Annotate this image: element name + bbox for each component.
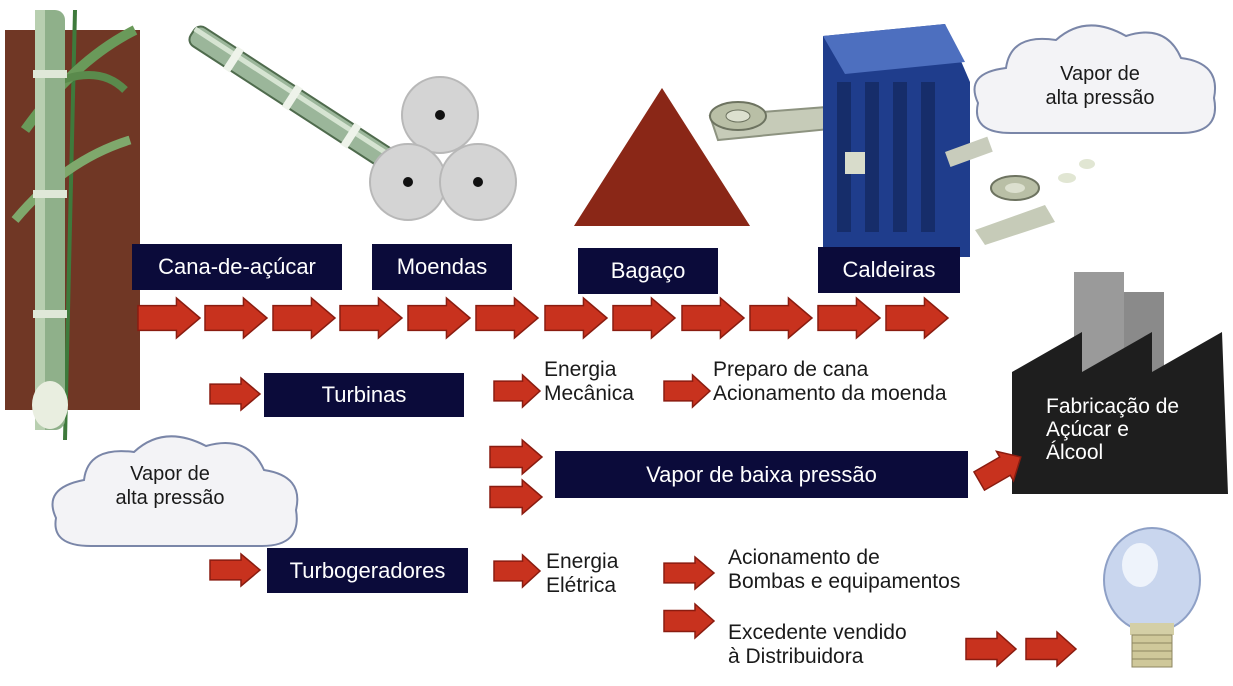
arrow-to-grid-1 — [965, 630, 1018, 668]
factory-line3: Álcool — [1046, 441, 1104, 464]
arrow-to-turbogenerators — [209, 552, 262, 588]
stage-bagasse-box: Bagaço — [578, 248, 718, 294]
arrow-to-electrical — [493, 553, 542, 589]
arrow-to-equipment — [663, 555, 716, 591]
arrow-to-turbines — [209, 376, 262, 412]
cloud-icon — [973, 24, 1216, 134]
mechanical-energy-label: Energia Mecânica — [544, 358, 634, 406]
factory-line2: Açúcar e — [1046, 418, 1129, 441]
arrow-to-low-pressure-2 — [489, 478, 544, 516]
electrical-energy-line1: Energia — [546, 550, 619, 573]
bagasse-pile-icon — [574, 88, 750, 226]
electrical-use2-label: Excedente vendido à Distribuidora — [728, 621, 907, 669]
cloud-left-line1: Vapor de — [130, 463, 210, 485]
cloud-left-text: Vapor de alta pressão — [90, 462, 250, 510]
stage-cane-box: Cana-de-açúcar — [132, 244, 342, 290]
electrical-energy-line2: Elétrica — [546, 574, 617, 597]
stage-boilers-box: Caldeiras — [818, 247, 960, 293]
arrow-to-grid-2 — [1025, 630, 1078, 668]
turbines-box: Turbinas — [264, 373, 464, 417]
arrow-to-surplus — [663, 602, 716, 640]
cloud-left-line2: alta pressão — [115, 487, 225, 509]
mechanical-energy-line2: Mecânica — [544, 382, 634, 405]
factory-line1: Fabricação de — [1046, 395, 1180, 418]
electrical-use1-label: Acionamento de Bombas e equipamentos — [728, 546, 960, 594]
electrical-use1-line1: Acionamento de — [728, 546, 880, 569]
boiler-icon — [823, 24, 993, 257]
flow-arrow-3 — [272, 296, 337, 340]
flow-arrow-8 — [612, 296, 677, 340]
cloud-icon — [51, 435, 299, 547]
mill-rollers-icon — [369, 76, 517, 221]
lightbulb-icon — [1103, 527, 1201, 668]
cloud-top-text: Vapor de alta pressão — [1010, 62, 1190, 110]
flow-arrow-1 — [137, 296, 202, 340]
electrical-energy-label: Energia Elétrica — [546, 550, 618, 598]
flow-arrow-12 — [885, 296, 950, 340]
flow-arrow-11 — [817, 296, 882, 340]
cloud-top-line1: Vapor de — [1060, 63, 1140, 85]
electrical-use2-line2: à Distribuidora — [728, 645, 864, 668]
conveyor-icon — [708, 101, 841, 142]
electrical-use2-line1: Excedente vendido — [728, 621, 907, 644]
mechanical-energy-line1: Energia — [544, 358, 617, 381]
flow-arrow-4 — [339, 296, 404, 340]
flow-arrow-7 — [544, 296, 609, 340]
conveyor-icon — [975, 159, 1095, 245]
factory-label: Fabricação de Açúcar e Álcool — [1046, 395, 1179, 464]
turbogenerators-box: Turbogeradores — [267, 548, 468, 593]
flow-arrow-9 — [681, 296, 746, 340]
mechanical-use-line2: Acionamento da moenda — [713, 382, 947, 405]
arrow-to-mechanical-use — [663, 373, 712, 409]
arrow-to-low-pressure-1 — [489, 438, 544, 476]
flow-arrow-5 — [407, 296, 472, 340]
cane-stalk-icon — [188, 25, 398, 171]
low-pressure-box: Vapor de baixa pressão — [555, 451, 968, 498]
stage-mills-box: Moendas — [372, 244, 512, 290]
arrow-to-mechanical — [493, 373, 542, 409]
electrical-use1-line2: Bombas e equipamentos — [728, 570, 961, 593]
flow-arrow-2 — [204, 296, 269, 340]
mechanical-use-label: Preparo de cana Acionamento da moenda — [713, 358, 947, 406]
sugarcane-icon — [5, 9, 140, 441]
cloud-top-line2: alta pressão — [1045, 87, 1155, 109]
flow-arrow-10 — [749, 296, 814, 340]
factory-icon — [1012, 272, 1228, 494]
mechanical-use-line1: Preparo de cana — [713, 358, 869, 381]
flow-arrow-6 — [475, 296, 540, 340]
